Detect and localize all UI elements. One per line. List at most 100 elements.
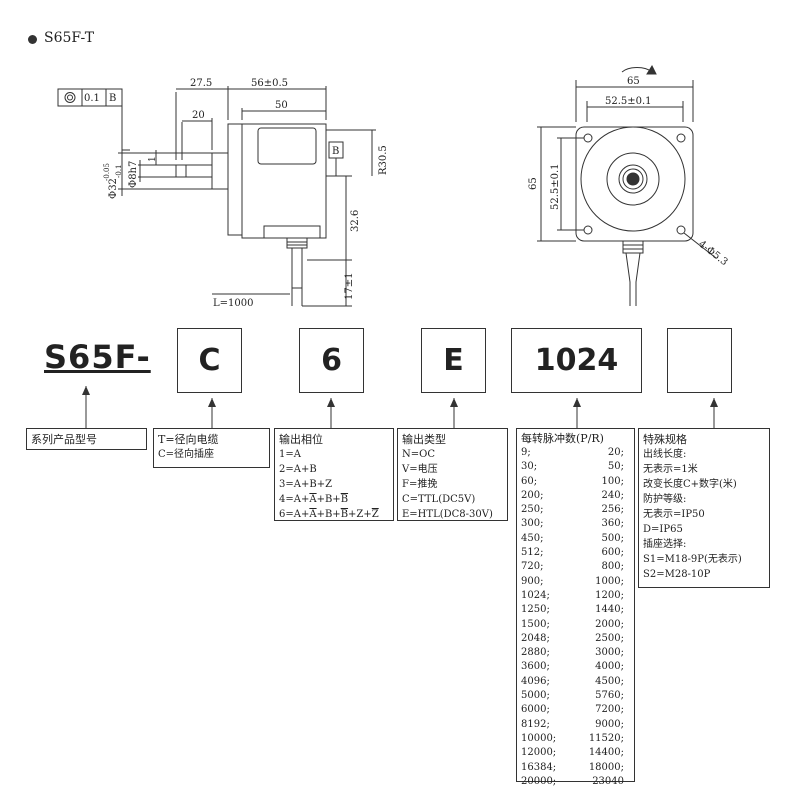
phase6-part: A: [309, 509, 317, 520]
ppr-value: 450;: [521, 532, 544, 544]
desc-series: 系列产品型号: [26, 428, 147, 450]
ppr-value: 2000;: [595, 618, 624, 630]
phase4-part: +B+: [316, 494, 341, 505]
ppr-value: 14400;: [588, 747, 624, 759]
desc-output-type-line: F=推挽: [402, 479, 438, 490]
series-label: S65F-: [44, 338, 151, 376]
ppr-value: 18000;: [588, 761, 624, 773]
phase4-part: B: [340, 494, 349, 505]
model-title: S65F-T: [44, 30, 95, 46]
desc-output-type-line: V=电压: [402, 464, 438, 475]
ppr-value: 6000;: [521, 704, 550, 716]
dim-65-side: 65: [528, 177, 539, 190]
ppr-value: 10000;: [521, 732, 557, 744]
code-box-ppr: 1024: [511, 328, 642, 393]
bullet-dot: [28, 35, 37, 44]
ppr-value: 720;: [521, 561, 544, 573]
ppr-value: 16384;: [521, 761, 557, 773]
ppr-value: 2500;: [595, 632, 624, 644]
desc-phase-head: 输出相位: [279, 433, 323, 446]
ppr-value: 1500;: [521, 618, 550, 630]
dim-boss-dia: Φ32: [108, 178, 119, 199]
ppr-value: 4500;: [595, 675, 624, 687]
cable-gland: [286, 237, 308, 249]
body-window: [257, 127, 317, 165]
ppr-value: 4000;: [595, 661, 624, 673]
cable-length: L=1000: [213, 298, 253, 309]
ppr-value: 100;: [601, 475, 624, 487]
dim-65-top: 65: [627, 76, 640, 87]
code-box-output-mode: C: [177, 328, 242, 393]
datum-b: B: [332, 146, 339, 157]
ppr-value: 9000;: [595, 718, 624, 730]
ppr-value: 4096;: [521, 675, 550, 687]
ppr-value: 900;: [521, 575, 544, 587]
ppr-value: 240;: [601, 489, 624, 501]
desc-phase-line-4: 4=A+A+B+B: [279, 492, 389, 507]
phase6-part: +Z+: [348, 509, 372, 520]
code-box-output-type: E: [421, 328, 486, 393]
ppr-value: 7200;: [595, 704, 624, 716]
desc-special-line: 出线长度:: [643, 449, 687, 460]
desc-special-line: S1=M18-9P(无表示): [643, 554, 742, 565]
desc-special-line: 防护等级:: [643, 494, 687, 505]
ppr-value: 11520;: [588, 732, 624, 744]
cable-gland-front: [622, 240, 644, 254]
desc-output-type-line: E=HTL(DC8-30V): [402, 509, 493, 520]
ppr-value: 1200;: [595, 589, 624, 601]
desc-special-line: 插座选择:: [643, 539, 687, 550]
shaft: [175, 164, 213, 178]
ppr-value: 200;: [521, 489, 544, 501]
ppr-value: 360;: [601, 518, 624, 530]
ppr-value: 1440;: [595, 604, 624, 616]
desc-special-line: D=IP65: [643, 524, 683, 535]
rotation-arrow-icon: [621, 67, 653, 73]
holes-spec: 4-Φ5.3: [696, 239, 729, 269]
dim-20: 20: [192, 110, 205, 121]
tolerance-value: 0.1: [84, 93, 100, 104]
phase4-part: A: [309, 494, 317, 505]
shaft-circle: [626, 172, 640, 186]
ppr-value: 500;: [601, 532, 624, 544]
desc-output-mode: T=径向电缆 C=径向插座: [153, 428, 270, 468]
mounting-flange: [227, 123, 243, 236]
ppr-value: 12000;: [521, 747, 557, 759]
encoder-body: [241, 123, 327, 239]
mounting-hole-icon: [676, 133, 686, 143]
ppr-value: 5000;: [521, 690, 550, 702]
ppr-value: 20000;: [521, 775, 557, 787]
ppr-value: 3600;: [521, 661, 550, 673]
ppr-value: 600;: [601, 547, 624, 559]
ppr-value: 800;: [601, 561, 624, 573]
desc-special: 特殊规格 出线长度: 无表示=1米 改变长度C+数字(米) 防护等级: 无表示=…: [638, 428, 770, 588]
ppr-value: 50;: [607, 461, 624, 473]
desc-phase: 输出相位 1=A 2=A+B 3=A+B+Z 4=A+A+B+B 6=A+A+B…: [274, 428, 394, 521]
cable: [291, 247, 303, 289]
ppr-value: 2880;: [521, 647, 550, 659]
boss-circle: [606, 152, 660, 206]
desc-output-mode-line: C=径向插座: [158, 449, 215, 460]
ppr-value: 512;: [521, 547, 544, 559]
ppr-value: 8192;: [521, 718, 550, 730]
ppr-value: 60;: [521, 475, 538, 487]
desc-phase-line: 2=A+B: [279, 464, 317, 475]
desc-phase-line: 1=A: [279, 449, 301, 460]
phase6-part: B: [340, 509, 349, 520]
ppr-value: 1250;: [521, 604, 550, 616]
ppr-value: 1024;: [521, 589, 550, 601]
dim-17: 17±1: [344, 273, 355, 300]
ppr-value: 20;: [607, 447, 624, 458]
desc-output-type-line: N=OC: [402, 449, 435, 460]
ppr-value: 250;: [521, 504, 544, 516]
dim-boss-tol-lower: -0.1: [115, 165, 123, 179]
dim-r30-5: R30.5: [378, 145, 389, 175]
desc-ppr-head: 每转脉冲数(P/R): [521, 432, 604, 445]
desc-special-line: 无表示=IP50: [643, 509, 705, 520]
tolerance-datum: B: [109, 93, 116, 104]
code-box-phase: 6: [299, 328, 364, 393]
desc-series-head: 系列产品型号: [31, 433, 97, 446]
dim-56: 56±0.5: [251, 78, 288, 89]
phase6-part: Z: [371, 509, 379, 520]
front-view: 65 52.5±0.1 65 52.5±0.1 4-Φ5.3: [528, 64, 730, 306]
